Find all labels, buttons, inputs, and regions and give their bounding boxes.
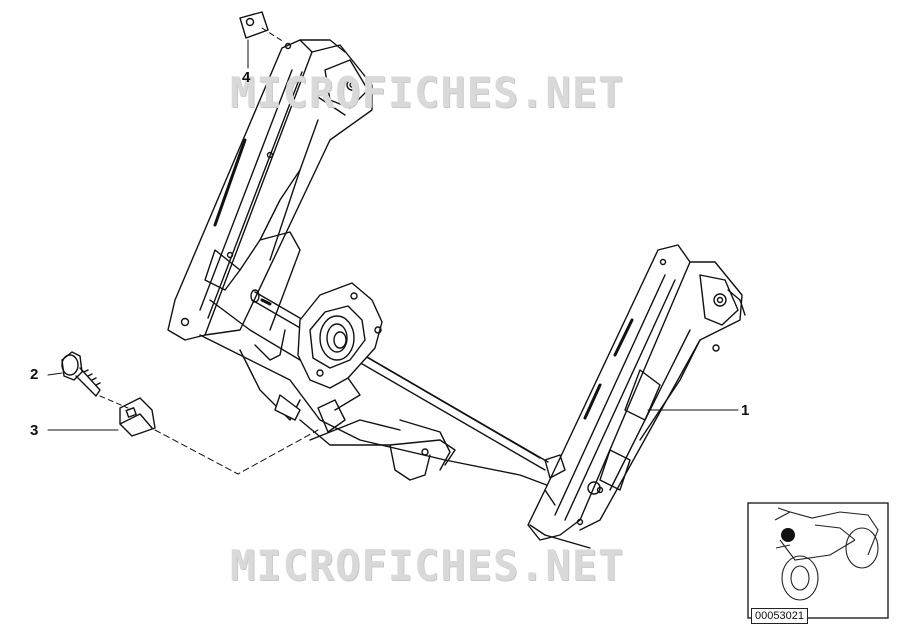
leader-lines xyxy=(47,27,739,475)
bolt-part-2 xyxy=(61,351,101,397)
motorcycle-icon xyxy=(774,507,879,601)
watermark-top: MICROFICHES.NET xyxy=(230,68,625,117)
clip-nut-part-3 xyxy=(119,397,156,437)
left-side-rail xyxy=(167,39,373,341)
callout-2: 2 xyxy=(30,366,39,383)
cross-member xyxy=(199,299,561,491)
watermark-bottom: MICROFICHES.NET xyxy=(230,541,625,590)
main-shaft xyxy=(250,289,549,471)
center-hub xyxy=(297,282,383,411)
plate-part-4 xyxy=(239,11,269,39)
callout-1: 1 xyxy=(741,402,750,419)
thumbnail-id-label: 00053021 xyxy=(751,608,808,625)
callout-4: 4 xyxy=(242,69,251,86)
callout-3: 3 xyxy=(30,422,39,439)
right-side-rail xyxy=(527,244,746,549)
thumbnail-frame xyxy=(747,502,889,619)
